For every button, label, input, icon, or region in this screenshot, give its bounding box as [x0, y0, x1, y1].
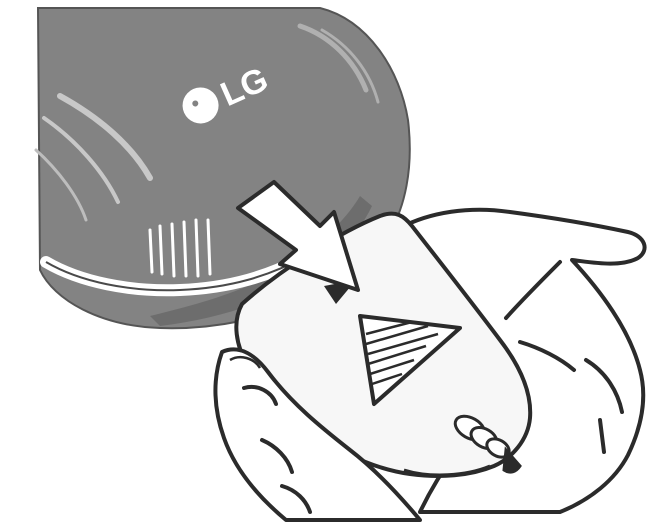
battery-insertion-illustration: LG	[0, 0, 662, 522]
